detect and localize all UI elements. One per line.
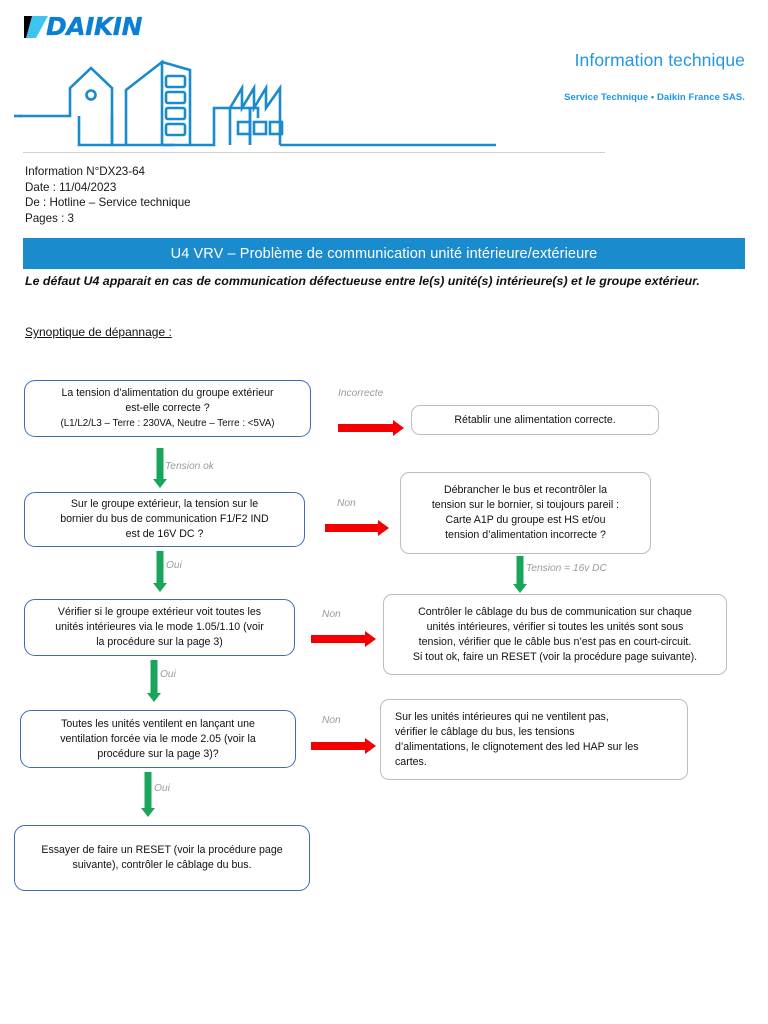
arrow-right-incorrecte <box>338 419 406 436</box>
arrow-right-non-3 <box>311 737 377 754</box>
edge-label-non-3: Non <box>322 715 341 726</box>
flow-node-q3-line2: unités intérieures via le mode 1.05/1.10… <box>55 621 264 633</box>
flow-node-q4-line2: ventilation forcée via le mode 2.05 (voi… <box>60 732 256 745</box>
flow-node-a3-line3: tension, vérifier que le câble bus n’est… <box>418 635 692 648</box>
flow-node-a1-line1: Rétablir une alimentation correcte. <box>454 413 616 426</box>
daikin-wordmark: DAIKIN <box>46 12 143 41</box>
flow-node-a4-line1: Sur les unités intérieures qui ne ventil… <box>395 710 609 723</box>
arrow-down-oui-3 <box>140 772 156 822</box>
edge-label-non-1: Non <box>337 498 356 509</box>
flow-node-q1: La tension d’alimentation du groupe exté… <box>24 380 311 437</box>
flow-node-a3-line1: Contrôler le câblage du bus de communica… <box>418 605 692 618</box>
section-heading-synoptique: Synoptique de dépannage : <box>25 325 172 339</box>
edge-label-oui-3: Oui <box>154 783 170 794</box>
flow-node-q1-line1: La tension d’alimentation du groupe exté… <box>61 387 274 399</box>
flow-node-a1: Rétablir une alimentation correcte. <box>411 405 659 435</box>
meta-date: Date : 11/04/2023 <box>25 180 117 194</box>
flow-node-a4-line4: cartes. <box>395 755 427 768</box>
flow-node-q4-line3: procédure sur la page 3)? <box>97 747 219 760</box>
flow-node-a2: Débrancher le bus et recontrôler la tens… <box>400 472 651 554</box>
flow-node-q4-line1: Toutes les unités ventilent en lançant u… <box>61 717 255 730</box>
meta-information-number: Information N°DX23-64 <box>25 165 145 178</box>
flow-node-q2-line2: bornier du bus de communication F1/F2 IN… <box>60 513 269 525</box>
flow-node-q3-line3: la procédure sur la page 3) <box>96 636 223 648</box>
flow-node-a4-line3: d’alimentations, le clignotement des led… <box>395 740 639 753</box>
flow-node-a2-line1: Débrancher le bus et recontrôler la <box>443 484 608 496</box>
flow-node-end: Essayer de faire un RESET (voir la procé… <box>14 825 310 891</box>
page-title-bar: U4 VRV – Problème de communication unité… <box>23 238 745 269</box>
meta-from: De : Hotline – Service technique <box>25 196 191 209</box>
flow-node-q3: Vérifier si le groupe extérieur voit tou… <box>24 599 295 656</box>
edge-label-tension-16v: Tension = 16v DC <box>526 563 607 574</box>
arrow-right-non-1 <box>325 519 391 536</box>
daikin-logo-mark-icon <box>24 16 48 38</box>
flow-node-end-line1: Essayer de faire un RESET (voir la procé… <box>41 844 283 856</box>
arrow-down-tension-16v <box>512 556 528 596</box>
header-subtitle: Service Technique • Daikin France SAS. <box>564 92 745 103</box>
edge-label-tension-ok: Tension ok <box>165 461 214 472</box>
flow-node-a4-line2: vérifier le câblage du bus, les tensions <box>395 725 575 738</box>
edge-label-incorrecte: Incorrecte <box>338 388 384 399</box>
flow-node-q1-line3: (L1/L2/L3 – Terre : 230VA, Neutre – Terr… <box>60 418 275 429</box>
flow-node-q2: Sur le groupe extérieur, la tension sur … <box>24 492 305 547</box>
flow-node-a3-line4: Si tout ok, faire un RESET (voir la proc… <box>412 650 698 663</box>
flow-node-q1-line2: est-elle correcte ? <box>125 402 210 414</box>
daikin-logo: DAIKIN <box>22 12 172 42</box>
edge-label-oui-1: Oui <box>166 560 182 571</box>
arrow-right-non-2 <box>311 630 377 647</box>
skyline-illustration <box>14 59 496 147</box>
flow-node-a2-line3: Carte A1P du groupe est HS et/ou <box>445 514 606 526</box>
flow-node-a2-line4: tension d’alimentation incorrecte ? <box>445 529 606 541</box>
flow-node-q3-line1: Vérifier si le groupe extérieur voit tou… <box>57 606 262 618</box>
edge-label-oui-2: Oui <box>160 669 176 680</box>
flow-node-q2-line1: Sur le groupe extérieur, la tension sur … <box>70 498 259 510</box>
flow-node-a2-line2: tension sur le bornier, si toujours pare… <box>431 499 620 511</box>
arrow-down-oui-2 <box>146 660 162 706</box>
flow-node-a4: Sur les unités intérieures qui ne ventil… <box>380 699 688 780</box>
flow-node-q2-line3: est de 16V DC ? <box>125 528 204 540</box>
header-right-block: Information technique Service Technique … <box>325 50 745 103</box>
flow-node-q4: Toutes les unités ventilent en lançant u… <box>20 710 296 768</box>
document-meta: Information N°DX23-64 Date : 11/04/2023 … <box>25 164 191 226</box>
intro-paragraph: Le défaut U4 apparait en cas de communic… <box>25 274 700 288</box>
header-divider <box>23 152 605 153</box>
flow-node-a3: Contrôler le câblage du bus de communica… <box>383 594 727 675</box>
edge-label-non-2: Non <box>322 609 341 620</box>
flow-node-end-line2: suivante), contrôler le câblage du bus. <box>72 859 252 871</box>
header-title: Information technique <box>574 50 745 70</box>
page-header: DAIKIN <box>0 0 768 158</box>
flow-node-a3-line2: unités intérieures, vérifier si toutes l… <box>426 620 684 633</box>
meta-pages: Pages : 3 <box>25 211 74 225</box>
arrow-down-tension-ok <box>152 448 168 490</box>
arrow-down-oui-1 <box>152 551 168 595</box>
